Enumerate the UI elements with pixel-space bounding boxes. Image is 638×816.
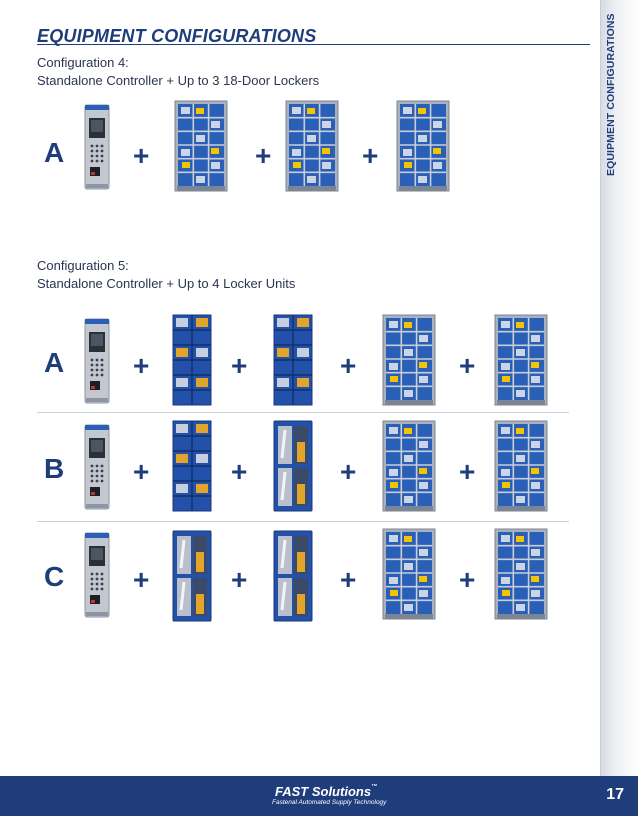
controller-kiosk-icon <box>84 104 110 190</box>
locker-vending-coil-icon <box>273 530 313 622</box>
plus-sign: + <box>255 140 272 171</box>
plus-sign: + <box>459 456 476 487</box>
plus-sign: + <box>340 350 357 381</box>
plus-sign: + <box>340 456 357 487</box>
controller-kiosk-icon <box>84 318 110 404</box>
locker-18-door-icon <box>382 528 436 620</box>
plus-sign: + <box>231 456 248 487</box>
plus-sign: + <box>231 350 248 381</box>
plus-sign: + <box>340 564 357 595</box>
locker-18-door-icon <box>285 100 339 192</box>
footer-tagline: Fastenal Automated Supply Technology <box>272 799 387 806</box>
row-letter: C <box>44 561 65 592</box>
locker-tall-blue-icon <box>172 314 212 406</box>
locker-18-door-icon <box>174 100 228 192</box>
plus-sign: + <box>459 564 476 595</box>
row-letter: A <box>44 347 65 378</box>
plus-sign: + <box>133 140 150 171</box>
locker-vending-coil-icon <box>172 530 212 622</box>
locker-18-door-icon <box>382 314 436 406</box>
locker-18-door-icon <box>494 528 548 620</box>
config4-subtitle: Standalone Controller + Up to 3 18-Door … <box>37 73 320 88</box>
plus-sign: + <box>133 564 150 595</box>
controller-kiosk-icon <box>84 532 110 618</box>
locker-vending-coil-icon <box>273 420 313 512</box>
locker-18-door-icon <box>396 100 450 192</box>
footer-brand: FAST Solutions <box>275 784 372 799</box>
footer-bar <box>0 776 638 816</box>
plus-sign: + <box>362 140 379 171</box>
row-divider <box>37 412 569 413</box>
controller-kiosk-icon <box>84 424 110 510</box>
config5-subtitle: Standalone Controller + Up to 4 Locker U… <box>37 276 296 291</box>
footer-logo: FAST Solutions™ <box>275 784 377 799</box>
locker-18-door-icon <box>494 420 548 512</box>
plus-sign: + <box>133 350 150 381</box>
locker-tall-blue-icon <box>273 314 313 406</box>
config5-heading: Configuration 5: Standalone Controller +… <box>37 257 295 293</box>
plus-sign: + <box>133 456 150 487</box>
row-letter: B <box>44 453 65 484</box>
title-rule <box>37 44 590 45</box>
page-number: 17 <box>606 786 624 803</box>
plus-sign: + <box>231 564 248 595</box>
locker-tall-blue-icon <box>172 420 212 512</box>
config4-heading: Configuration 4: Standalone Controller +… <box>37 54 319 90</box>
side-tab <box>600 0 638 776</box>
config4-title: Configuration 4: <box>37 55 129 70</box>
section-title: EQUIPMENT CONFIGURATIONS <box>37 26 317 46</box>
plus-sign: + <box>459 350 476 381</box>
locker-18-door-icon <box>494 314 548 406</box>
row-divider <box>37 521 569 522</box>
config5-title: Configuration 5: <box>37 258 129 273</box>
locker-18-door-icon <box>382 420 436 512</box>
row-letter: A <box>44 137 65 168</box>
side-tab-label: EQUIPMENT CONFIGURATIONS <box>605 13 617 176</box>
trademark: ™ <box>371 784 378 790</box>
